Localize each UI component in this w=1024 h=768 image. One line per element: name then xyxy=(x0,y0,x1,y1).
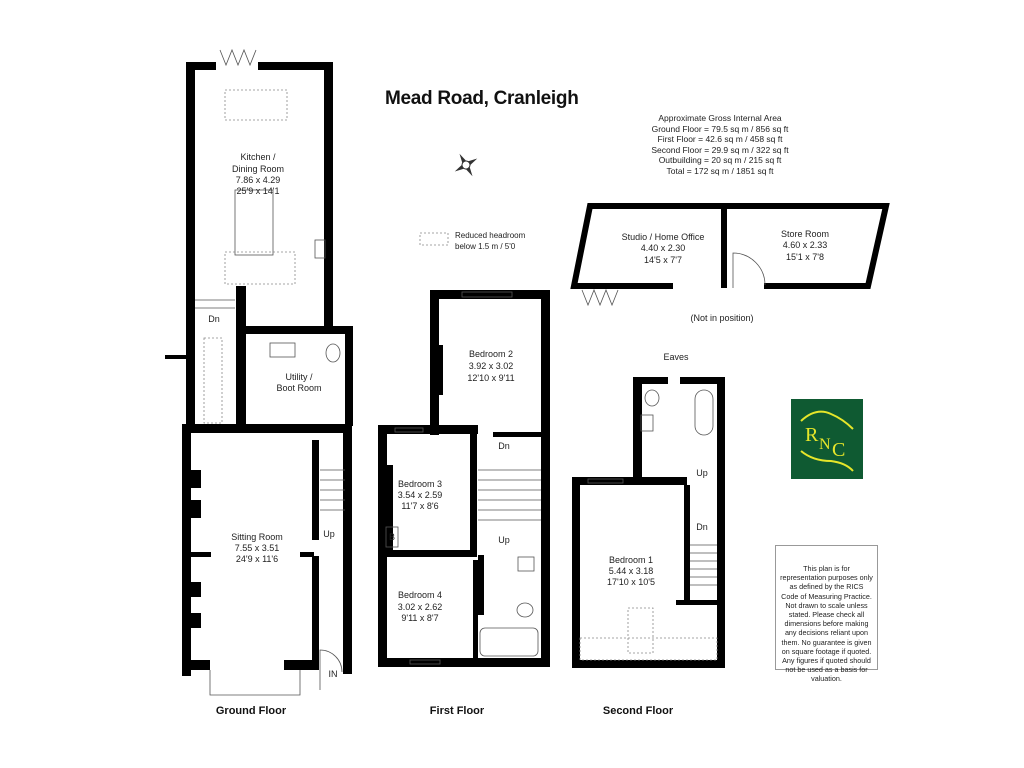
stairs-dn-marker: Dn xyxy=(208,314,220,324)
area-line: Outbuilding = 20 sq m / 215 sq ft xyxy=(658,155,782,165)
room-name: Studio / Home Office xyxy=(622,232,705,242)
first-floor-fixtures xyxy=(385,291,541,665)
room-imperial: 12'10 x 9'11 xyxy=(467,373,514,383)
reduced-headroom-swatch xyxy=(419,232,449,246)
room-metric: 3.02 x 2.62 xyxy=(398,602,443,612)
room-imperial: 9'11 x 8'7 xyxy=(401,613,438,623)
room-name: Kitchen / xyxy=(240,152,276,162)
area-summary: Approximate Gross Internal Area Ground F… xyxy=(620,113,820,176)
outbuilding-walls xyxy=(570,203,890,307)
stairs-up-marker: Up xyxy=(323,529,335,539)
second-floor-walls xyxy=(572,377,725,668)
room-name: Store Room xyxy=(781,229,829,239)
stairs-dn-marker: Dn xyxy=(498,441,510,451)
room-name: Sitting Room xyxy=(231,532,283,542)
room-imperial: 15'1 x 7'8 xyxy=(786,252,824,262)
room-metric: 4.40 x 2.30 xyxy=(641,243,686,253)
svg-text:C: C xyxy=(832,439,845,461)
floor-label: First Floor xyxy=(430,705,485,717)
area-line: Total = 172 sq m / 1851 sq ft xyxy=(666,165,774,176)
ground-floor-fixtures xyxy=(195,48,345,696)
room-metric: 3.92 x 3.02 xyxy=(469,361,514,371)
room-metric: 4.60 x 2.33 xyxy=(783,240,828,250)
room-metric: 7.55 x 3.51 xyxy=(235,543,280,553)
legend-text: below 1.5 m / 5'0 xyxy=(455,242,516,251)
room-name: Dining Room xyxy=(232,164,284,174)
ground-floor-walls xyxy=(165,62,353,676)
room-imperial: 11'7 x 8'6 xyxy=(401,501,438,511)
room-name: Bedroom 4 xyxy=(398,590,442,600)
compass-icon xyxy=(454,153,478,177)
outbuilding-note: (Not in position) xyxy=(690,313,753,323)
boiler-marker: B xyxy=(389,532,395,542)
stairs-dn-marker: Dn xyxy=(696,522,708,532)
area-line: Second Floor = 29.9 sq m / 322 sq ft xyxy=(651,144,789,155)
room-metric: 7.86 x 4.29 xyxy=(236,175,281,185)
room-imperial: 17'10 x 10'5 xyxy=(607,577,655,587)
floor-label: Ground Floor xyxy=(216,705,287,717)
room-metric: 5.44 x 3.18 xyxy=(609,566,654,576)
area-line: First Floor = 42.6 sq m / 458 sq ft xyxy=(657,134,783,144)
room-imperial: 14'5 x 7'7 xyxy=(644,255,682,265)
eaves-marker: Eaves xyxy=(663,352,689,362)
svg-text:R: R xyxy=(805,424,819,446)
first-floor-walls xyxy=(378,290,550,667)
room-metric: 3.54 x 2.59 xyxy=(398,490,443,500)
legend-text: Reduced headroom xyxy=(455,231,526,240)
stairs-up-marker: Up xyxy=(498,535,510,545)
room-imperial: 25'9 x 14'1 xyxy=(237,186,280,196)
room-name: Boot Room xyxy=(276,383,321,393)
room-name: Bedroom 3 xyxy=(398,479,442,489)
room-name: Utility / xyxy=(286,372,313,382)
entrance-marker: IN xyxy=(329,669,338,679)
area-heading: Approximate Gross Internal Area xyxy=(658,113,782,123)
room-name: Bedroom 1 xyxy=(609,555,653,565)
rnc-logo: R N C xyxy=(791,399,863,479)
disclaimer: This plan is for representation purposes… xyxy=(775,545,878,683)
room-name: Bedroom 2 xyxy=(469,349,513,359)
floor-label: Second Floor xyxy=(603,705,674,717)
second-floor-fixtures xyxy=(579,389,718,661)
room-imperial: 24'9 x 11'6 xyxy=(236,554,278,564)
plan-title: Mead Road, Cranleigh xyxy=(385,88,579,109)
svg-text:N: N xyxy=(819,436,831,453)
area-line: Ground Floor = 79.5 sq m / 856 sq ft xyxy=(651,123,789,134)
stairs-up-marker: Up xyxy=(696,468,708,478)
